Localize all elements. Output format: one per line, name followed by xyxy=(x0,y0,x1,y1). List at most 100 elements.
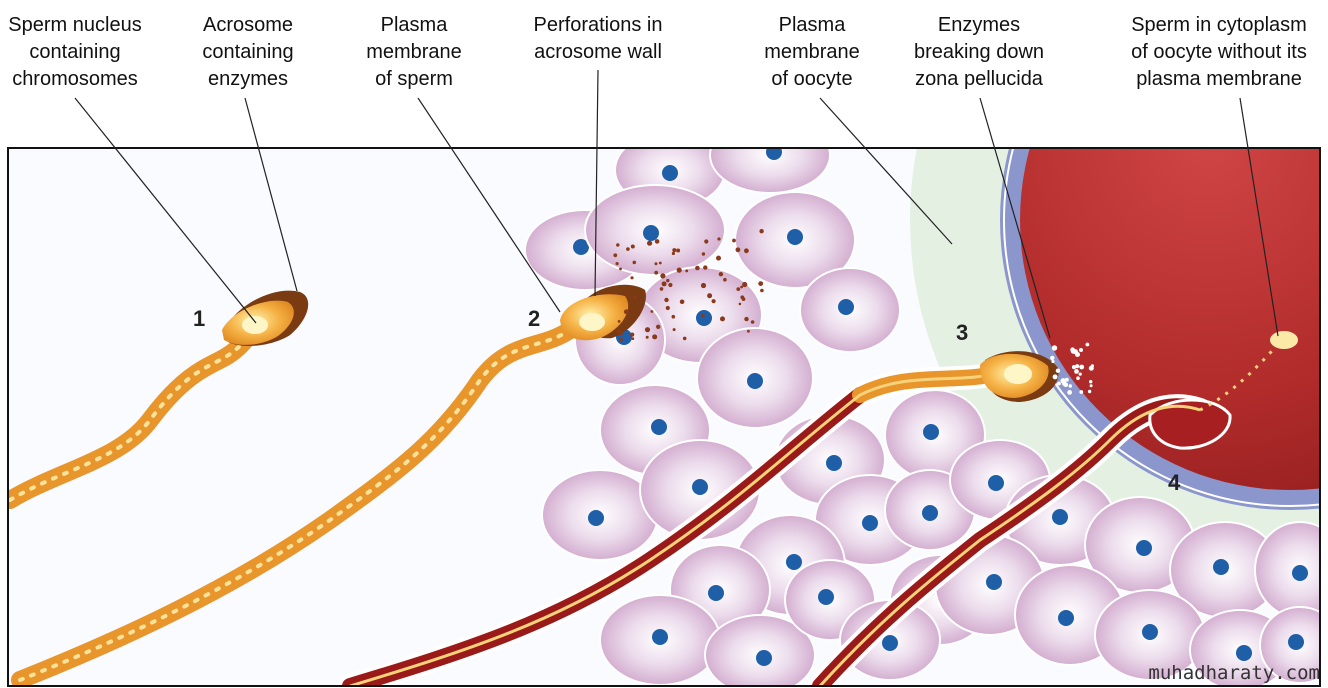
cell-nucleus xyxy=(652,629,668,645)
enzyme-particle xyxy=(700,282,707,289)
enzyme-particle xyxy=(736,287,741,291)
enzyme-particle xyxy=(633,295,637,299)
enzyme-particle xyxy=(717,237,721,241)
enzyme-particle xyxy=(1057,381,1061,386)
enzyme-particle xyxy=(750,320,755,324)
cell-nucleus xyxy=(1058,610,1074,626)
enzyme-particle xyxy=(630,332,635,337)
enzyme-particle xyxy=(671,314,676,319)
cell-nucleus xyxy=(818,589,834,605)
watermark: muhadharaty.com xyxy=(1148,662,1320,684)
enzyme-particle xyxy=(1051,345,1058,351)
enzyme-particle xyxy=(671,251,676,256)
enzyme-particle xyxy=(704,239,709,244)
enzyme-particle xyxy=(654,262,658,266)
zona-enzyme-particles xyxy=(1050,342,1094,395)
enzyme-particle xyxy=(668,282,673,288)
enzyme-particle xyxy=(742,281,748,288)
enzyme-particle xyxy=(1050,355,1055,361)
sperm-4-fusing-midpiece xyxy=(1148,398,1232,450)
corona-cell xyxy=(704,614,816,686)
enzyme-particle xyxy=(1063,382,1069,388)
sperm-4-nucleus-in-cytoplasm xyxy=(1270,331,1298,349)
enzyme-particle xyxy=(682,336,687,341)
cell-nucleus xyxy=(1288,634,1304,650)
enzyme-particle xyxy=(623,309,629,315)
cell-nucleus xyxy=(696,310,712,326)
sperm-3 xyxy=(338,342,1094,686)
sperm-2 xyxy=(11,229,764,686)
enzyme-particle xyxy=(738,302,742,306)
enzyme-particle xyxy=(1070,347,1075,353)
leader-lines xyxy=(74,69,1279,339)
enzyme-particle xyxy=(672,328,676,332)
enzyme-particle xyxy=(718,272,724,277)
enzyme-particle xyxy=(1089,384,1093,388)
enzyme-particle xyxy=(658,261,662,265)
acrosome-enzyme-particles xyxy=(613,229,764,342)
cell-nucleus xyxy=(838,299,854,315)
cell-nucleus xyxy=(747,373,763,389)
enzyme-particle xyxy=(616,243,620,247)
corona-cell xyxy=(709,148,831,194)
cell-nucleus xyxy=(662,165,678,181)
enzyme-particle xyxy=(616,329,621,334)
enzyme-particle xyxy=(650,310,654,313)
corona-radiata-cells xyxy=(524,148,1320,686)
sperm-1-nucleus xyxy=(242,316,268,334)
enzyme-particle xyxy=(656,324,661,329)
cell-nucleus xyxy=(923,424,939,440)
enzyme-particle xyxy=(617,320,621,323)
cell-nucleus xyxy=(708,585,724,601)
enzyme-particle xyxy=(652,334,658,340)
sperm-4 xyxy=(808,331,1298,686)
enzyme-particle xyxy=(615,262,619,266)
enzyme-particle xyxy=(1079,348,1083,352)
enzyme-particle xyxy=(1068,384,1073,388)
enzyme-particle xyxy=(647,240,653,246)
enzyme-particle xyxy=(1089,380,1093,384)
cell-nucleus xyxy=(573,239,589,255)
enzyme-particle xyxy=(644,327,651,333)
enzyme-particle xyxy=(613,253,618,258)
cell-nucleus xyxy=(643,225,659,241)
enzyme-particle xyxy=(758,281,764,286)
cell-nucleus xyxy=(1213,559,1229,575)
enzyme-particle xyxy=(1085,342,1090,347)
enzyme-particle xyxy=(1079,364,1085,370)
enzyme-particle xyxy=(619,337,623,342)
enzyme-particle xyxy=(744,248,749,254)
enzyme-particle xyxy=(741,297,746,301)
enzyme-particle xyxy=(759,229,764,234)
enzyme-particle xyxy=(630,276,634,280)
enzyme-particle xyxy=(654,239,660,244)
sperm-1 xyxy=(8,290,309,509)
cell-nucleus xyxy=(826,455,842,471)
cell-nucleus xyxy=(786,554,802,570)
stage-number-3: 3 xyxy=(956,320,969,345)
cell-nucleus xyxy=(882,635,898,651)
enzyme-particle xyxy=(711,299,716,304)
enzyme-particle xyxy=(720,316,725,322)
enzyme-particle xyxy=(665,305,670,311)
enzyme-particle xyxy=(1051,359,1055,364)
cell-nucleus xyxy=(787,229,803,245)
enzyme-particle xyxy=(701,252,706,256)
enzyme-particle xyxy=(664,297,669,303)
cell-nucleus xyxy=(988,475,1004,491)
enzyme-particle xyxy=(1076,376,1080,381)
cell-nucleus xyxy=(1052,509,1068,525)
enzyme-particle xyxy=(630,244,635,249)
enzyme-particle xyxy=(701,313,705,318)
enzyme-particle xyxy=(1088,365,1094,371)
cell-nucleus xyxy=(862,515,878,531)
enzyme-particle xyxy=(760,288,764,293)
enzyme-particle xyxy=(1079,390,1084,394)
